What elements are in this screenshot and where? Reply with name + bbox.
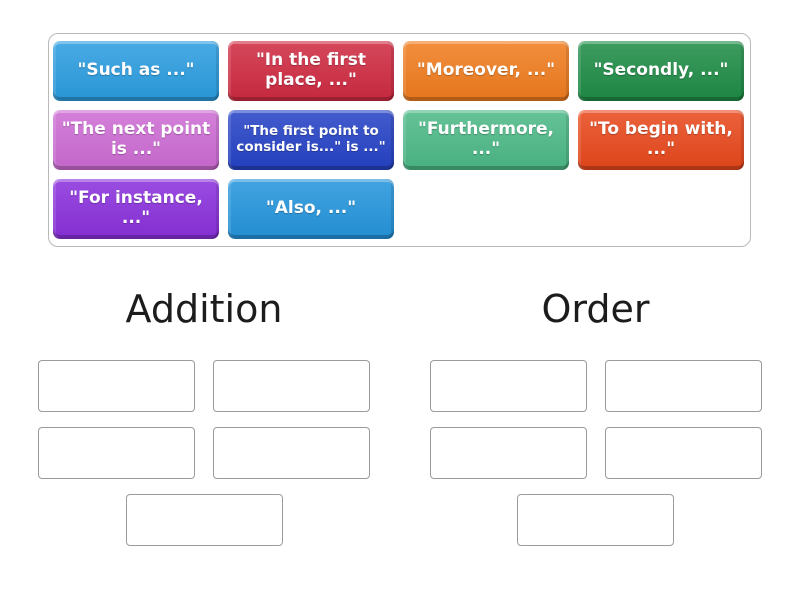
category-title-addition: Addition: [125, 287, 283, 331]
word-tile[interactable]: "Furthermore, ...": [403, 110, 569, 170]
word-bank: "Such as ..." "In the first place, ..." "M…: [48, 33, 751, 247]
drop-slot[interactable]: [604, 427, 762, 479]
word-tile-label: "Also, ...": [265, 198, 357, 219]
word-tile-label: "In the first place, ...": [255, 50, 367, 90]
drop-slot[interactable]: [38, 427, 195, 479]
word-tile[interactable]: "To begin with, ...": [578, 110, 744, 170]
drop-slot[interactable]: [517, 494, 674, 546]
word-tile[interactable]: "The next point is ...": [53, 110, 219, 170]
drop-slot[interactable]: [429, 360, 587, 412]
word-tile-label: "Moreover, ...": [416, 60, 556, 81]
word-tile[interactable]: "Moreover, ...": [403, 41, 569, 101]
word-tile-label: "For instance, ...": [69, 188, 203, 228]
word-tile[interactable]: "The first point to consider is..." is .…: [228, 110, 394, 170]
category-title-order: Order: [541, 287, 650, 331]
word-tile[interactable]: "Such as ...": [53, 41, 219, 101]
word-tile-label: "To begin with, ...": [589, 119, 733, 159]
drop-slot[interactable]: [213, 427, 370, 479]
drop-slot[interactable]: [604, 360, 762, 412]
drop-slot[interactable]: [429, 427, 587, 479]
drop-slot[interactable]: [38, 360, 195, 412]
word-tile[interactable]: "Secondly, ...": [578, 41, 744, 101]
category-group-addition: Addition: [38, 286, 370, 546]
slot-grid: [429, 360, 762, 546]
word-tile-label: "Secondly, ...": [593, 60, 729, 81]
word-tile-label: "Furthermore, ...": [417, 119, 555, 159]
word-tile[interactable]: "Also, ...": [228, 179, 394, 239]
drop-slot[interactable]: [213, 360, 370, 412]
slot-grid: [38, 360, 370, 546]
drop-slot[interactable]: [125, 494, 283, 546]
category-group-order: Order: [429, 286, 762, 546]
word-tile-label: "The next point is ...": [61, 119, 211, 159]
word-tile[interactable]: "In the first place, ...": [228, 41, 394, 101]
word-tile-label: "The first point to consider is..." is .…: [236, 123, 386, 155]
word-tile-label: "Such as ...": [77, 60, 195, 81]
word-tile[interactable]: "For instance, ...": [53, 179, 219, 239]
